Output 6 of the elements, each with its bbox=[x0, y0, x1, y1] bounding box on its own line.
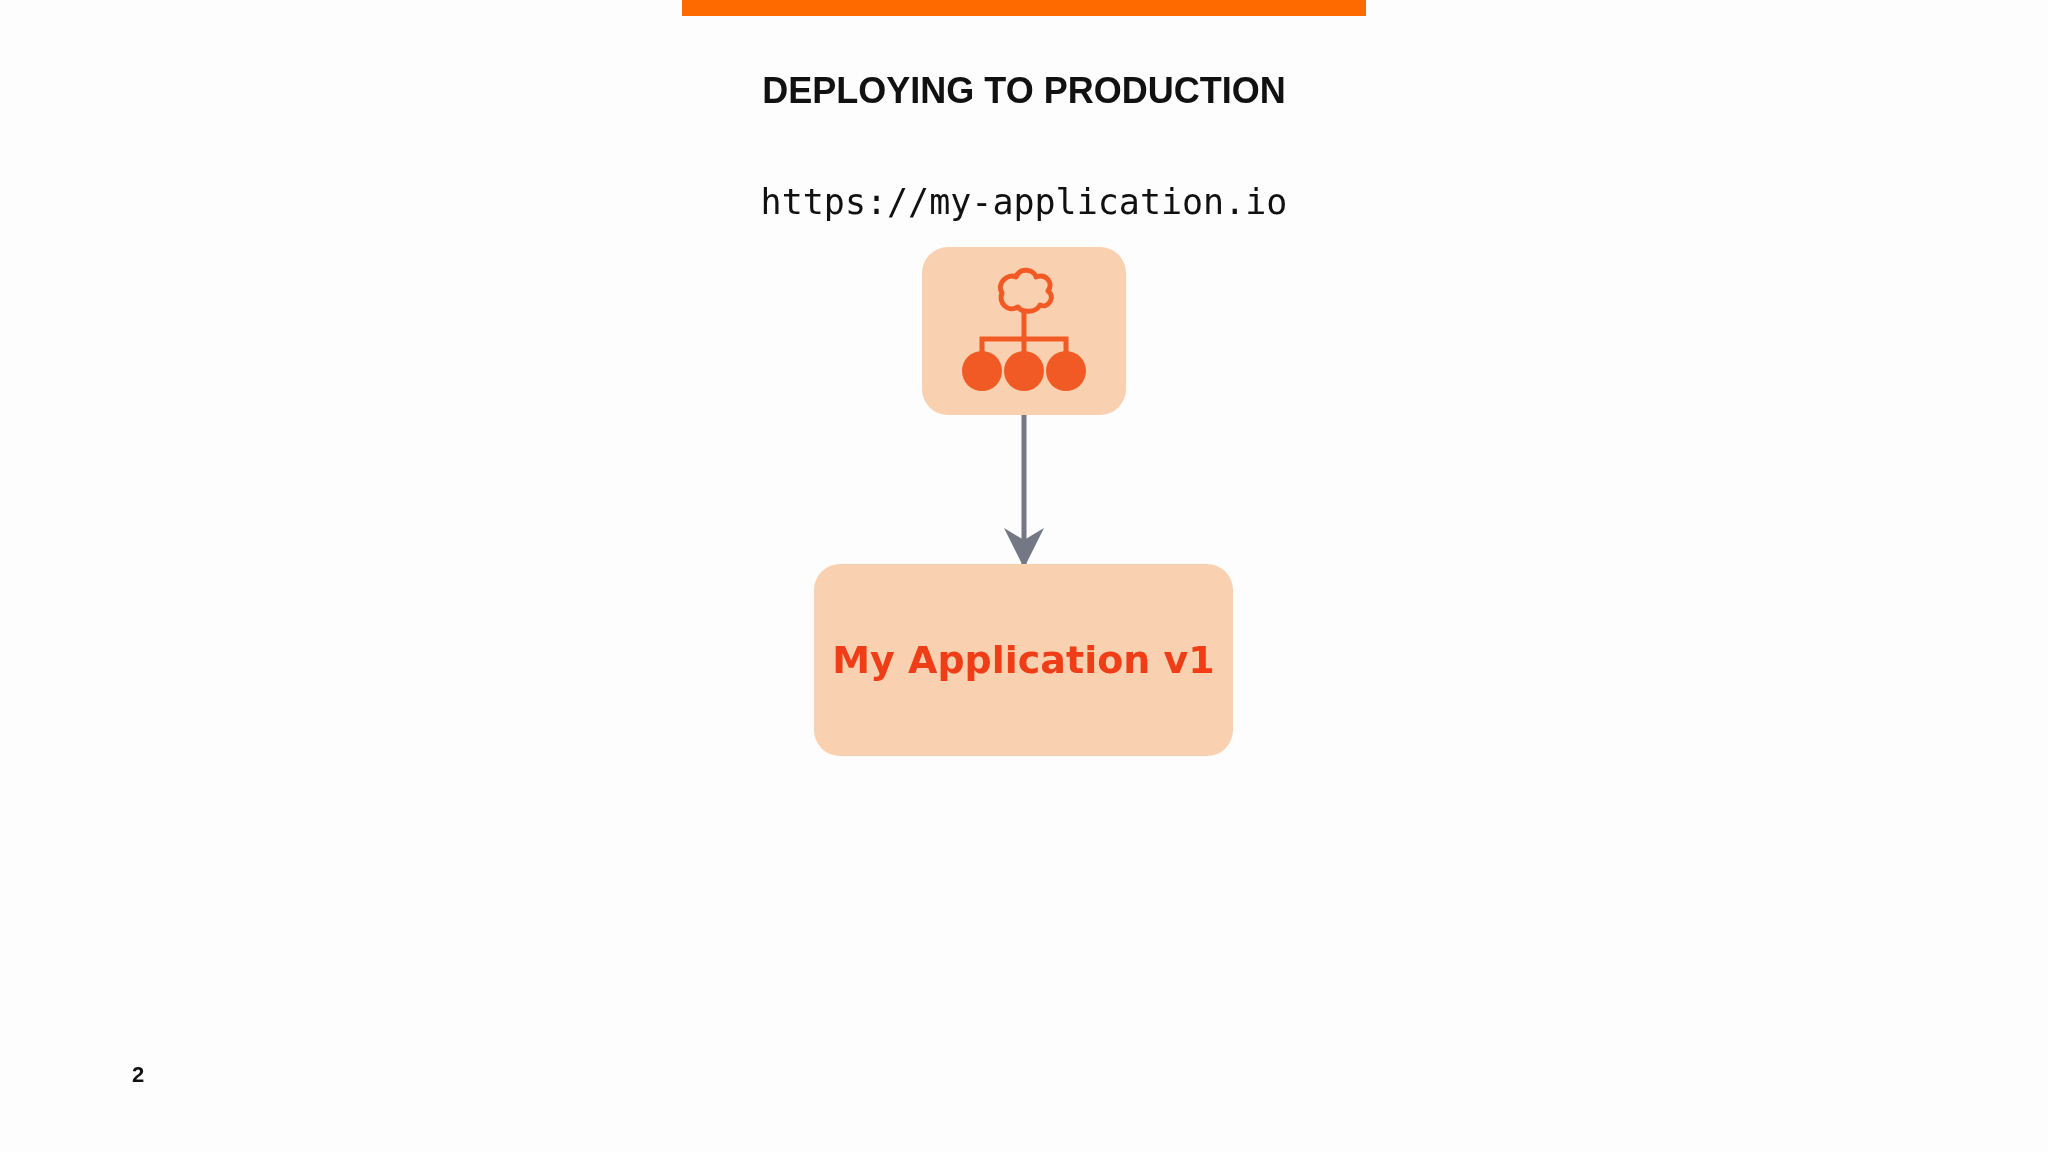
box-label: My Application v1 bbox=[832, 638, 1215, 682]
page-number: 2 bbox=[132, 1062, 145, 1088]
process-box bbox=[814, 564, 1233, 756]
slide-title: DEPLOYING TO PRODUCTION bbox=[761, 70, 1287, 112]
url-label: https://my-application.io bbox=[760, 182, 1288, 222]
load-balancer-box bbox=[922, 247, 1126, 415]
